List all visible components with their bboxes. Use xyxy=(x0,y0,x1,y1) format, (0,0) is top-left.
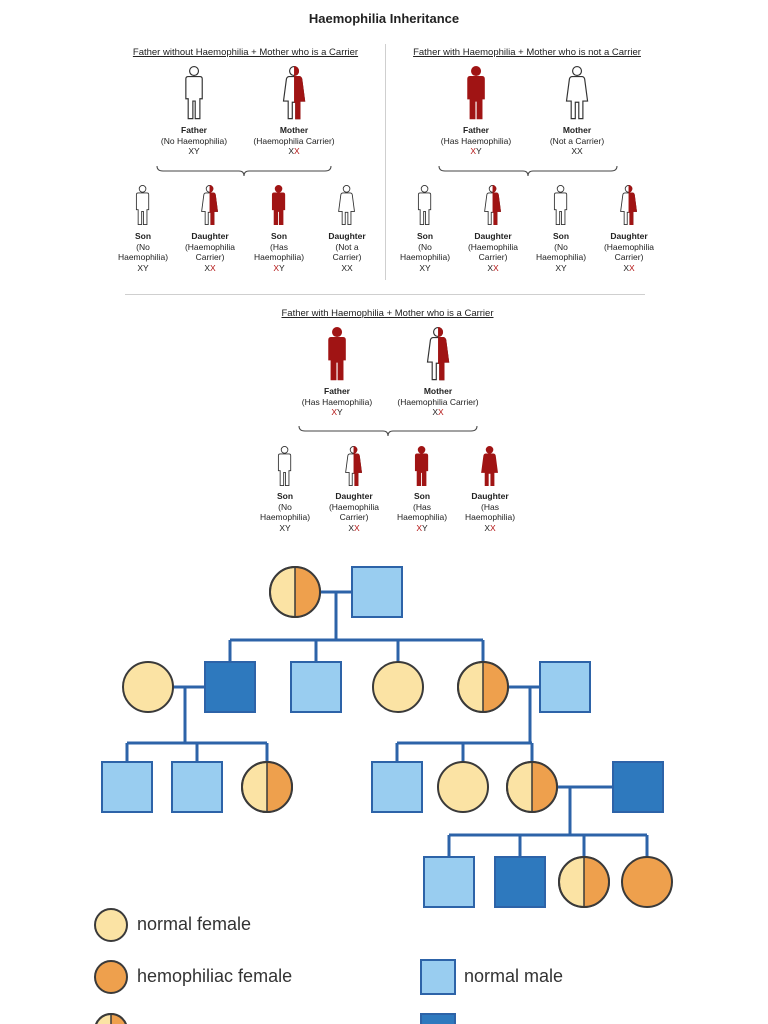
pedigree-node-normal-male-square xyxy=(171,761,223,813)
panel-2-child-1-male-normal-icon xyxy=(414,185,435,230)
panel-3-child-4-female-affected-icon xyxy=(479,446,500,491)
legend-symbols xyxy=(94,908,456,1024)
panel-3-child-1-male-normal-icon xyxy=(274,446,295,491)
pedigree-node-hemophiliac-female-circle xyxy=(621,856,673,908)
legend-normal-female: normal female xyxy=(137,914,252,934)
offspring-brace xyxy=(438,165,618,177)
panel-1-child-4-female-normal-icon xyxy=(336,185,357,230)
legend-symbol-hemophiliac-female-circle xyxy=(94,960,128,994)
pedigree-nodes xyxy=(101,566,673,908)
offspring-brace xyxy=(298,425,478,437)
pedigree-node-carrier-female-circle xyxy=(558,856,610,908)
pedigree-node-hemophiliac-male-square xyxy=(494,856,546,908)
pedigree-node-carrier-female-circle xyxy=(506,761,558,813)
pedigree-node-carrier-female-circle xyxy=(269,566,321,618)
legend-symbol-normal-male-square xyxy=(420,959,456,995)
panel-3-parent-2-female-carrier-icon xyxy=(424,327,452,386)
panel-2-parent-2-label: Mother(Not a Carrier)XX xyxy=(549,125,605,156)
pedigree-node-normal-male-square xyxy=(371,761,423,813)
pedigree-node-hemophiliac-male-square xyxy=(612,761,664,813)
panel-2-child-2-female-carrier-icon xyxy=(482,185,503,230)
pedigree-node-normal-male-square xyxy=(539,661,591,713)
panel-2-heading: Father with Haemophilia + Mother who is … xyxy=(413,47,641,58)
legend-symbol-hemophiliac-male-square xyxy=(420,1013,456,1024)
legend-hemophiliac-female: hemophiliac female xyxy=(137,966,293,986)
panel-3-child-3-male-affected-icon xyxy=(411,446,432,491)
legend-normal-male: normal male xyxy=(464,966,564,986)
pedigree-node-carrier-female-circle xyxy=(457,661,509,713)
page-title: Haemophilia Inheritance xyxy=(308,11,460,26)
panel-3-parent-1-male-affected-icon xyxy=(323,327,351,386)
panel-3-parent-1-label: Father(Has Haemophilia)XY xyxy=(301,386,373,417)
panel-2-parent-1-male-affected-icon xyxy=(462,66,490,125)
panel-2-child-3-male-normal-icon xyxy=(550,185,571,230)
panel-3-child-2-female-carrier-icon xyxy=(343,446,364,491)
panel-1-parent-2-label: Mother(Haemophilia Carrier)XX xyxy=(253,125,335,156)
panel-2-parent-1-label: Father(Has Haemophilia)XY xyxy=(440,125,512,156)
pedigree-node-carrier-female-circle xyxy=(241,761,293,813)
panel-2-child-4-female-carrier-icon xyxy=(618,185,639,230)
panel-1-parent-2-female-carrier-icon xyxy=(280,66,308,125)
panel-3-heading: Father with Haemophilia + Mother who is … xyxy=(281,308,494,319)
legend-symbol-normal-female-circle xyxy=(94,908,128,942)
panel-1-child-1-male-normal-icon xyxy=(132,185,153,230)
panel-1-parent-1-male-normal-icon xyxy=(180,66,208,125)
pedigree-node-normal-female-circle xyxy=(372,661,424,713)
panel-1-child-2-female-carrier-icon xyxy=(199,185,220,230)
pedigree-node-normal-male-square xyxy=(101,761,153,813)
panel-1-child-3-male-affected-icon xyxy=(268,185,289,230)
legend-symbol-carrier-female-circle xyxy=(95,1013,127,1024)
pedigree-node-normal-female-circle xyxy=(122,661,174,713)
pedigree-node-normal-male-square xyxy=(423,856,475,908)
vertical-divider xyxy=(385,44,386,280)
panel-2-parent-2-female-normal-icon xyxy=(563,66,591,125)
horizontal-divider xyxy=(125,294,645,295)
pedigree-node-normal-male-square xyxy=(351,566,403,618)
pedigree-node-normal-female-circle xyxy=(437,761,489,813)
panel-1-parent-1-label: Father(No Haemophilia)XY xyxy=(160,125,228,156)
offspring-brace xyxy=(156,165,332,177)
panel-1-heading: Father without Haemophilia + Mother who … xyxy=(132,47,359,58)
pedigree-node-normal-male-square xyxy=(290,661,342,713)
pedigree-lines xyxy=(125,590,649,857)
pedigree-node-hemophiliac-male-square xyxy=(204,661,256,713)
panel-3-parent-2-label: Mother(Haemophilia Carrier)XX xyxy=(397,386,479,417)
